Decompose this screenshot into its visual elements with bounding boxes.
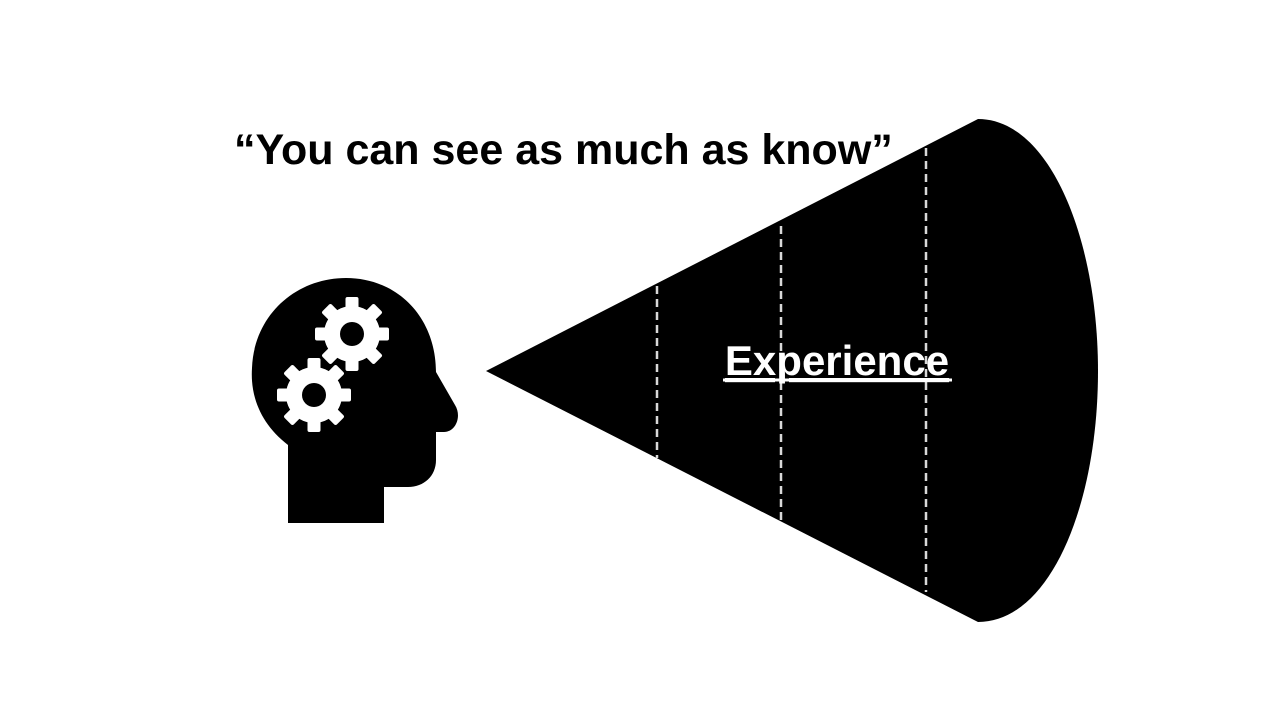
head-silhouette xyxy=(251,278,458,523)
gear-icon-lower xyxy=(277,358,351,432)
head-with-gears-icon xyxy=(251,278,458,523)
quote-text: “You can see as much as know” xyxy=(234,126,893,174)
gear-icon-upper xyxy=(315,297,389,371)
experience-label: Experience xyxy=(725,337,949,384)
cone-shape xyxy=(486,119,1098,622)
vision-cone: Experience xyxy=(486,119,1098,622)
